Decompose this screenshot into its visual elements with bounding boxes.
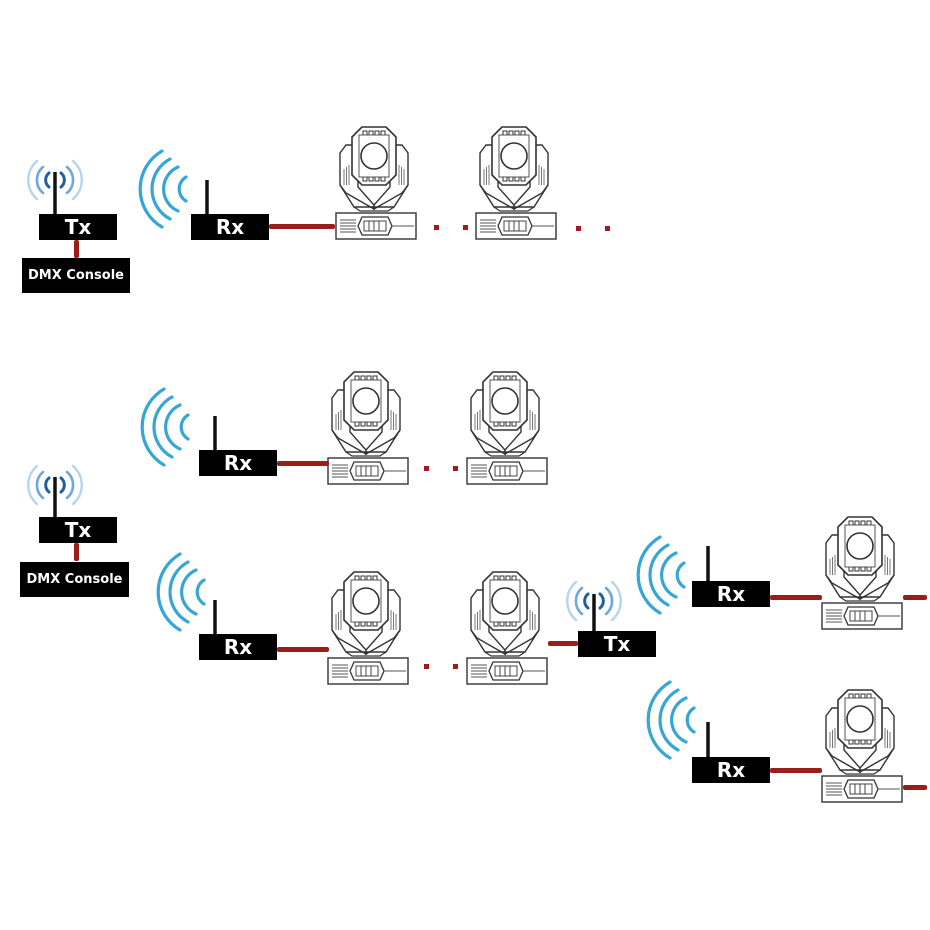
tx-transmitter-box: Tx xyxy=(39,517,117,543)
rx-waves-icon xyxy=(140,387,217,467)
moving-head-fixture xyxy=(466,371,548,485)
rx-waves-icon xyxy=(138,149,209,229)
tx-label: Tx xyxy=(603,632,631,656)
continuation-dot xyxy=(576,226,581,231)
continuation-dot xyxy=(453,664,458,669)
rx-label: Rx xyxy=(223,451,253,475)
relay-tx-box: Tx xyxy=(578,631,656,657)
rx-label: Rx xyxy=(716,758,746,782)
rx-receiver-box: Rx xyxy=(199,634,277,660)
cable xyxy=(269,224,335,229)
cable xyxy=(548,641,578,646)
cable xyxy=(277,461,329,466)
continuation-dot xyxy=(463,225,468,230)
dmx-console-label: DMX Console xyxy=(28,268,124,283)
moving-head-fixture xyxy=(466,571,548,685)
tx-transmitter-box: Tx xyxy=(39,214,117,240)
dmx-console-label: DMX Console xyxy=(26,572,123,587)
tx-label: Tx xyxy=(64,215,92,239)
rx-waves-icon xyxy=(156,552,217,635)
continuation-dot xyxy=(605,226,610,231)
continuation-dot xyxy=(434,225,439,230)
tx-broadcast-icon xyxy=(26,159,84,215)
dmx-console-box: DMX Console xyxy=(22,258,130,293)
moving-head-fixture xyxy=(821,689,903,803)
continuation-dot xyxy=(453,466,458,471)
rx-label: Rx xyxy=(215,215,245,239)
dmx-console-box: DMX Console xyxy=(20,562,129,597)
tx-broadcast-icon xyxy=(565,580,623,632)
moving-head-fixture xyxy=(335,126,417,240)
cable xyxy=(903,785,927,790)
tx-label: Tx xyxy=(64,518,92,542)
rx-receiver-box: Rx xyxy=(191,214,269,240)
rx-receiver-box: Rx xyxy=(692,757,770,783)
cable xyxy=(770,768,822,773)
cable xyxy=(903,595,927,600)
moving-head-fixture xyxy=(327,571,409,685)
cable xyxy=(770,595,822,600)
rx-receiver-box: Rx xyxy=(199,450,277,476)
rx-waves-icon xyxy=(636,535,710,615)
cable xyxy=(277,647,329,652)
moving-head-fixture xyxy=(475,126,557,240)
rx-label: Rx xyxy=(716,582,746,606)
moving-head-fixture xyxy=(327,371,409,485)
cable xyxy=(74,240,79,258)
cable xyxy=(74,543,79,561)
moving-head-fixture xyxy=(821,516,903,630)
rx-receiver-box: Rx xyxy=(692,581,770,607)
continuation-dot xyxy=(424,466,429,471)
tx-broadcast-icon xyxy=(26,464,84,518)
rx-waves-icon xyxy=(646,680,710,760)
continuation-dot xyxy=(424,664,429,669)
rx-label: Rx xyxy=(223,635,253,659)
